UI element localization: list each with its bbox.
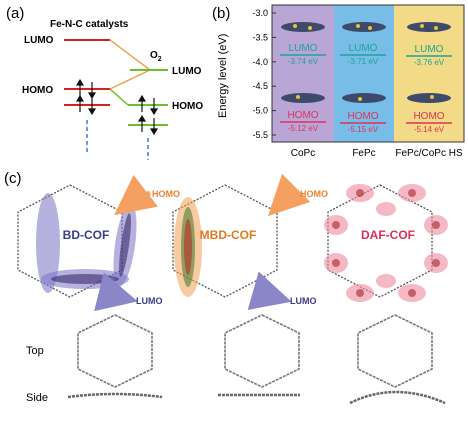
side-view-structures [67, 390, 446, 405]
category-hs: FePc/CoPc HS [395, 148, 463, 159]
panel-b-label: (b) [212, 5, 230, 22]
y-axis-label: Energy level (eV) [217, 34, 229, 118]
row-label-side: Side [26, 392, 48, 404]
y-tick-label: -5.0 [252, 106, 268, 116]
homo-value-copc: -5.12 eV [288, 124, 319, 133]
o2-label: O2 [150, 50, 162, 63]
panel-c-cof-orbitals: (c) BD-COF MBD-COF DAF-COF HOMO [4, 170, 448, 405]
lumo-value-copc: -3.74 eV [288, 57, 319, 66]
homo-arrow-right [267, 173, 311, 217]
lumo-label-left: LUMO [136, 296, 163, 306]
lumo-text-fepc: LUMO [349, 43, 378, 54]
lumo-right-label: LUMO [172, 66, 202, 77]
cof-name-daf: DAF-COF [361, 228, 415, 242]
cof-name-bd: BD-COF [63, 228, 110, 242]
cof-name-mbd: MBD-COF [200, 228, 257, 242]
homo-text-copc: HOMO [287, 110, 318, 121]
y-tick-label: -5.5 [252, 130, 268, 140]
lumo-value-hs: -3.76 eV [414, 58, 445, 67]
plot-frame [271, 4, 465, 143]
lumo-left-label: LUMO [24, 35, 54, 46]
homo-arrow-left [114, 174, 158, 216]
panel-b-energy-chart: (b) -3.0 -3.5 -4.0 -4.5 -5.0 -5.5 Energy leve… [212, 4, 465, 159]
homo-label-right: HOMO [300, 189, 328, 199]
connector-homo-lumo [109, 69, 151, 90]
spin-arrows-right [137, 94, 159, 136]
y-tick-label: -3.0 [252, 8, 268, 18]
daf-cof-orbitals [324, 184, 448, 302]
lumo-text-copc: LUMO [289, 43, 318, 54]
catalyst-title: Fe-N-C catalysts [50, 19, 129, 30]
panel-a-orbital-diagram: (a) Fe-N-C catalysts LUMO HOMO O2 LUMO H… [6, 5, 203, 160]
panel-c-label: (c) [4, 170, 22, 187]
molecule-highlights [293, 24, 438, 101]
homo-label-left: HOMO [152, 189, 180, 199]
y-tick-label: -3.5 [252, 32, 268, 42]
homo-value-hs: -5.14 eV [414, 125, 445, 134]
y-tick-label: -4.0 [252, 57, 268, 67]
category-copc: CoPc [291, 148, 315, 159]
lumo-label-right: LUMO [290, 296, 317, 306]
cof-frameworks [17, 184, 433, 298]
homo-text-hs: HOMO [413, 111, 444, 122]
molecule-sketches [281, 22, 451, 103]
row-label-top: Top [26, 345, 44, 357]
homo-text-fepc: HOMO [347, 111, 378, 122]
top-view-structures [77, 314, 433, 388]
lumo-text-hs: LUMO [415, 44, 444, 55]
lumo-arrow-left [94, 272, 138, 312]
homo-left-label: HOMO [22, 85, 53, 96]
spin-arrows-left [75, 78, 97, 116]
lumo-value-fepc: -3.71 eV [348, 57, 379, 66]
homo-value-fepc: -5.15 eV [348, 125, 379, 134]
y-tick-label: -4.5 [252, 81, 268, 91]
category-fepc: FePc [352, 148, 375, 159]
connector-green [109, 88, 129, 106]
connector-lumo [109, 39, 151, 71]
daf-cof-lobes [332, 189, 440, 297]
panel-a-label: (a) [6, 5, 24, 22]
y-axis-ticks: -3.0 -3.5 -4.0 -4.5 -5.0 -5.5 [252, 8, 276, 140]
mbd-cof-orbitals [174, 197, 202, 297]
lumo-arrow-right [247, 271, 292, 310]
homo-right-label: HOMO [172, 101, 203, 112]
